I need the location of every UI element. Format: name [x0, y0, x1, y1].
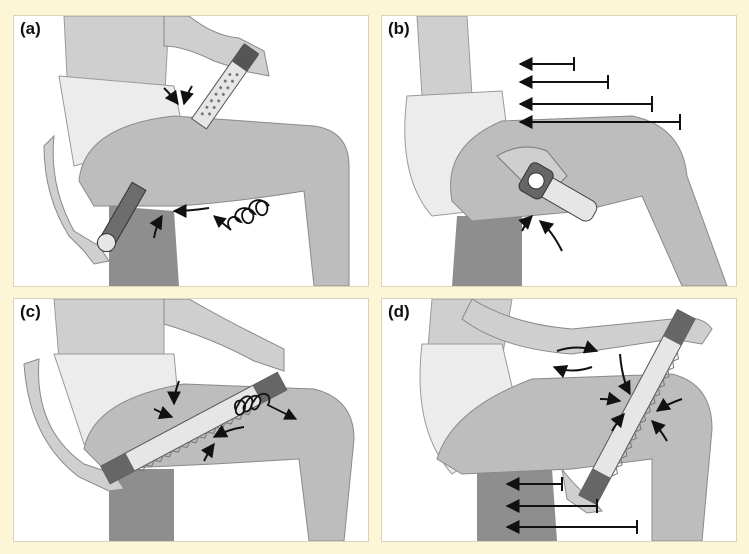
panel-a-label: (a) [20, 19, 41, 38]
pressure-arrow [599, 391, 622, 406]
device-top [190, 43, 260, 130]
panel-d-label: (d) [388, 302, 410, 321]
pressure-arrow [180, 85, 194, 106]
spiral-arrow [233, 392, 298, 420]
right-arm [461, 299, 713, 355]
rotation-arrow [552, 365, 593, 379]
pressure-arrow [200, 442, 215, 462]
pressure-arrow [153, 406, 174, 420]
spiral-arrow [213, 199, 270, 231]
torso [416, 16, 473, 97]
pressure-arrow [172, 203, 210, 218]
pressure-arrow [610, 412, 625, 432]
pressure-arrow [212, 424, 245, 438]
device-bottom [96, 181, 147, 253]
left-arm [43, 134, 110, 265]
pressure-arrow [163, 87, 179, 106]
panel-d: (d) [381, 298, 737, 542]
pressure-arrow [518, 215, 533, 232]
device [518, 162, 598, 222]
shin [109, 469, 174, 541]
pressure-arrow [149, 214, 163, 239]
panel-c-label: (c) [20, 302, 41, 321]
panel-c: (c) [13, 298, 369, 542]
pressure-arrow [538, 220, 563, 252]
pressure-arrow [651, 420, 668, 442]
panel-a-illustration [43, 16, 350, 286]
panel-b-label: (b) [388, 19, 410, 38]
shin [452, 216, 522, 286]
device [578, 308, 696, 506]
thigh [83, 383, 355, 541]
rotation-arrow [556, 340, 599, 354]
torso [53, 299, 165, 360]
pressure-arrow [617, 353, 631, 396]
right-arm [163, 299, 285, 372]
panel-a: (a) [13, 15, 369, 287]
pressure-arrow [655, 398, 683, 412]
panel-b: (b) [381, 15, 737, 287]
thigh [78, 115, 350, 286]
pressure-arrow [167, 380, 182, 406]
right-arm [163, 16, 270, 77]
panel-b-illustration [404, 16, 728, 286]
panel-d-illustration [419, 299, 713, 541]
panel-c-illustration [23, 299, 355, 541]
